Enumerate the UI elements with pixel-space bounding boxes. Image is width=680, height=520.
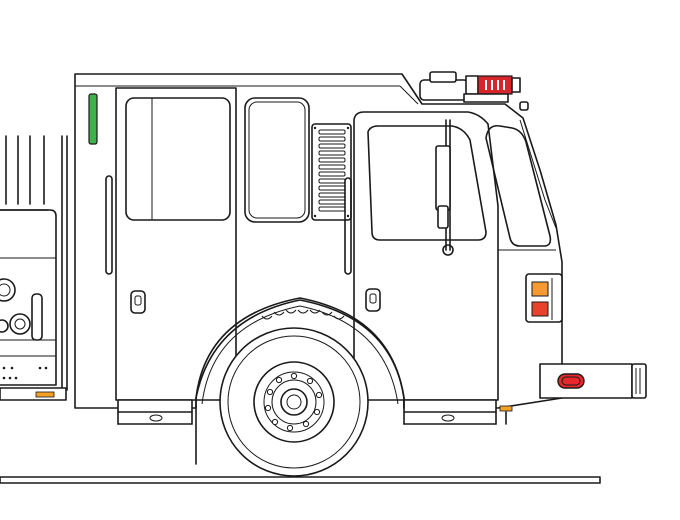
- discharge-valve-icon: [0, 313, 31, 335]
- side-mirror-icon: [435, 119, 454, 256]
- pump-panel: [0, 135, 68, 401]
- vent-grille-icon: [311, 123, 352, 221]
- grab-handle-front: [344, 177, 352, 275]
- wheel-icon: [219, 327, 369, 477]
- light-bar-icon: [419, 71, 529, 111]
- middle-window: [244, 97, 310, 223]
- pump-lever: [31, 293, 43, 341]
- front-door: [353, 111, 499, 401]
- front-door-window: [367, 125, 487, 241]
- pump-gauge-icon: [0, 278, 16, 302]
- door-handle-icon: [130, 290, 146, 314]
- door-handle-icon: [365, 288, 381, 312]
- clearance-light: [499, 405, 513, 412]
- grab-handle-left: [105, 175, 113, 275]
- front-marker-lights: [525, 273, 563, 323]
- arch-trim: [261, 309, 345, 320]
- wheel-arch: [195, 297, 405, 409]
- rear-door-window: [125, 97, 231, 221]
- pump-clearance-light: [35, 391, 55, 398]
- green-indicator-light: [88, 93, 98, 145]
- ground-line: [0, 476, 601, 484]
- front-bumper: [539, 363, 647, 399]
- windshield: [485, 124, 552, 247]
